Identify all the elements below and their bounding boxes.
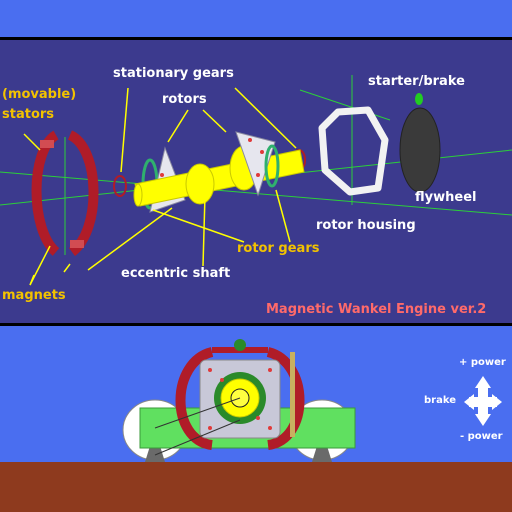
label-rotors: rotors: [162, 92, 207, 107]
stationary-gear-left-icon: [113, 175, 127, 197]
callout-lines: [23, 87, 297, 286]
label-stationary-gears: stationary gears: [113, 66, 234, 81]
control-arrows-icon: [464, 376, 502, 426]
engine-top-knob: [234, 339, 246, 351]
rotor-housing-icon: [318, 106, 389, 196]
starter-brake-icon: [415, 93, 423, 105]
stator-ring-icon: [31, 130, 99, 257]
label-starter-brake: starter/brake: [368, 74, 465, 89]
label-rotor-gears: rotor gears: [237, 241, 320, 256]
label-eccentric-shaft: eccentric shaft: [121, 266, 231, 281]
label-stators: stators: [2, 107, 55, 122]
label-rotor-housing: rotor housing: [316, 218, 416, 233]
brake-label[interactable]: brake: [424, 395, 457, 406]
plus-power-label[interactable]: + power: [459, 357, 506, 368]
rotor-gear-right-icon: [264, 144, 280, 188]
engine-stator-left: [175, 347, 214, 450]
flywheel-icon: [399, 107, 441, 193]
diagram-title: Magnetic Wankel Engine ver.2: [266, 302, 487, 317]
ground: [0, 462, 512, 512]
engine-rod: [290, 352, 295, 437]
engine-stator-right: [266, 347, 305, 450]
label-movable: (movable): [2, 87, 77, 102]
label-magnets: magnets: [2, 288, 66, 303]
label-flywheel: flywheel: [415, 190, 477, 205]
minus-power-label[interactable]: - power: [460, 431, 503, 442]
